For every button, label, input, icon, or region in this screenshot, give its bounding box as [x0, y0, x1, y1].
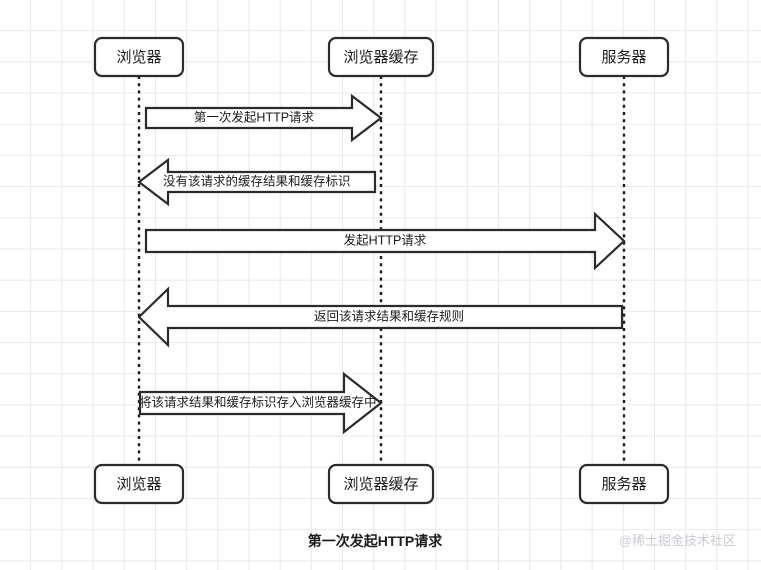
- block-arrow-right: [138, 371, 383, 435]
- message-2[interactable]: 没有该请求的缓存结果和缓存标识: [137, 157, 377, 207]
- actor-label-browser-bottom: 浏览器: [116, 476, 161, 493]
- actor-label-browser-top: 浏览器: [116, 49, 161, 66]
- message-4[interactable]: 返回该请求结果和缓存规则: [137, 286, 624, 348]
- watermark-label: @稀土掘金技术社区: [619, 533, 736, 548]
- actor-header-row: 浏览器 浏览器缓存 服务器: [93, 36, 670, 78]
- message-2-label: 没有该请求的缓存结果和缓存标识: [163, 173, 351, 188]
- actor-label-server-top: 服务器: [601, 49, 646, 66]
- message-4-label: 返回该请求结果和缓存规则: [314, 308, 464, 323]
- actor-box-server-bottom[interactable]: 服务器: [578, 463, 670, 505]
- actor-label-server-bottom: 服务器: [601, 476, 646, 493]
- block-arrow-right: [144, 211, 626, 271]
- message-5-label: 将该请求结果和缓存标识存入浏览器缓存中: [139, 394, 377, 409]
- actor-label-browser-cache-top: 浏览器缓存: [343, 49, 418, 66]
- actor-box-browser-top[interactable]: 浏览器: [93, 36, 185, 78]
- block-arrow-left: [137, 157, 377, 207]
- actor-label-browser-cache-bottom: 浏览器缓存: [343, 476, 418, 493]
- message-5[interactable]: 将该请求结果和缓存标识存入浏览器缓存中: [138, 371, 383, 435]
- actor-box-browser-cache-top[interactable]: 浏览器缓存: [327, 36, 435, 78]
- actor-box-browser-bottom[interactable]: 浏览器: [93, 463, 185, 505]
- diagram-caption: 第一次发起HTTP请求: [308, 533, 444, 549]
- message-3-label: 发起HTTP请求: [344, 232, 427, 247]
- actor-box-shape: [578, 36, 670, 78]
- actor-box-server-top[interactable]: 服务器: [578, 36, 670, 78]
- block-arrow-left: [137, 286, 624, 348]
- actor-box-shape: [327, 36, 435, 78]
- actor-box-shape: [93, 463, 185, 505]
- message-3[interactable]: 发起HTTP请求: [144, 211, 626, 271]
- actor-box-shape: [327, 463, 435, 505]
- actor-box-shape: [93, 36, 185, 78]
- message-1-label: 第一次发起HTTP请求: [194, 109, 315, 124]
- actor-footer-row: 浏览器 浏览器缓存 服务器: [93, 463, 670, 505]
- actor-box-shape: [578, 463, 670, 505]
- block-arrow-right: [144, 93, 383, 143]
- message-1[interactable]: 第一次发起HTTP请求: [144, 93, 383, 143]
- actor-box-browser-cache-bottom[interactable]: 浏览器缓存: [327, 463, 435, 505]
